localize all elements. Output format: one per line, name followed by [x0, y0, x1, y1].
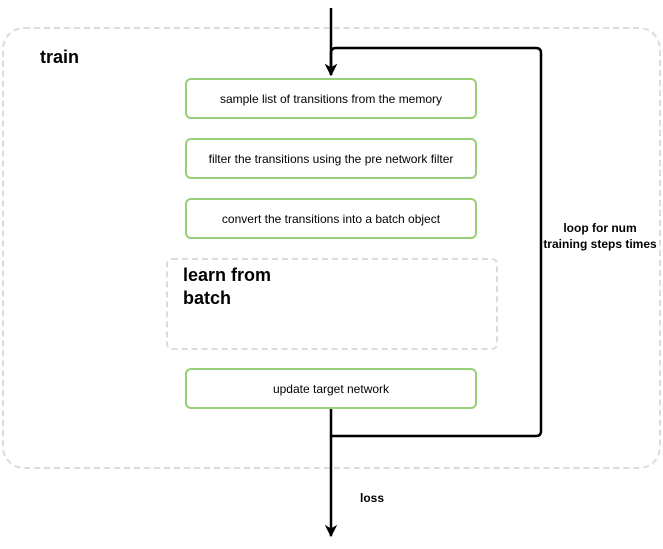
step-sample-transitions[interactable]: sample list of transitions from the memo… [185, 78, 477, 119]
loop-label: loop for num training steps times [543, 221, 657, 251]
step-label: convert the transitions into a batch obj… [221, 211, 441, 226]
loss-label: loss [360, 491, 385, 505]
train-title: train [40, 47, 80, 67]
learn-group [166, 258, 498, 350]
step-label: sample list of transitions from the memo… [219, 91, 443, 106]
step-label: update target network [272, 381, 390, 396]
loop-arrow [324, 46, 543, 438]
learn-group-title: learn from batch [183, 265, 272, 308]
step-filter-transitions[interactable]: filter the transitions using the pre net… [185, 138, 477, 179]
step-label: filter the transitions using the pre net… [208, 151, 454, 166]
step-convert-to-batch[interactable]: convert the transitions into a batch obj… [185, 198, 477, 239]
step-update-target-network[interactable]: update target network [185, 368, 477, 409]
